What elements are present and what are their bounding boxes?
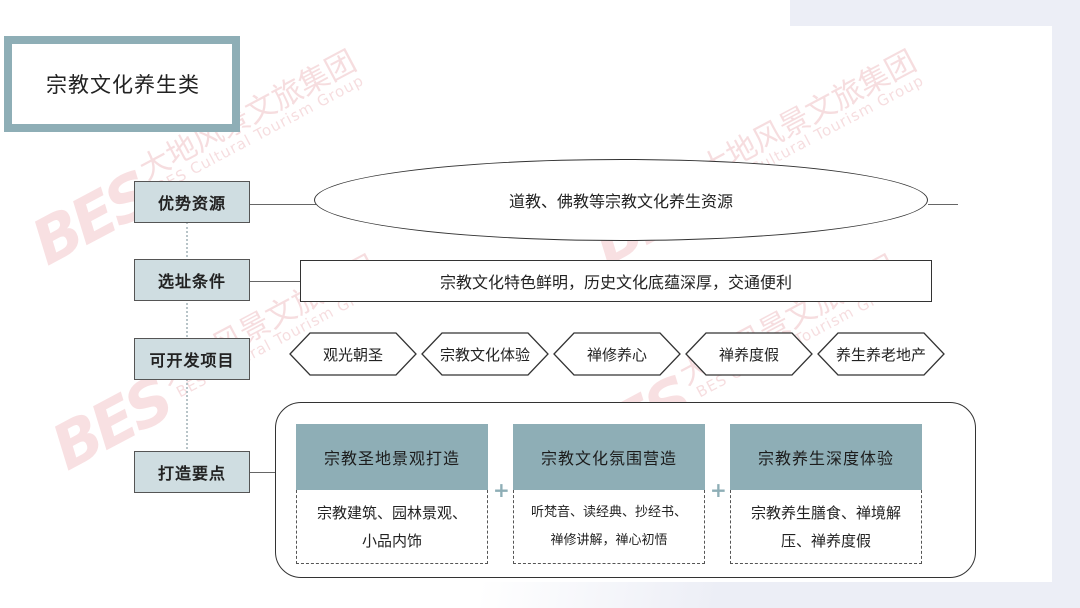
project-item: 禅养度假 [718, 345, 779, 364]
hexagon [421, 332, 549, 376]
title-frame: 宗教文化养生类 [4, 36, 240, 132]
connector [250, 281, 300, 282]
corner-decoration [790, 0, 1080, 26]
connector [928, 204, 958, 205]
site-condition-box: 宗教文化特色鲜明，历史文化底蕴深厚，交通便利 [300, 260, 932, 302]
connector [250, 472, 276, 473]
point-heading: 宗教文化氛围营造 [513, 424, 705, 490]
plus-icon: + [493, 478, 510, 502]
side-decoration [1052, 26, 1080, 608]
resource-ellipse: 道教、佛教等宗教文化养生资源 [314, 159, 928, 241]
label-projects: 可开发项目 [134, 338, 250, 380]
point-detail: 宗教建筑、园林景观、 小品内饰 [296, 490, 488, 564]
hexagon [553, 332, 681, 376]
point-detail: 宗教养生膳食、禅境解 压、禅养度假 [730, 490, 922, 564]
project-item: 宗教文化体验 [439, 345, 530, 364]
point-heading: 宗教圣地景观打造 [296, 424, 488, 490]
project-item: 养生养老地产 [835, 345, 926, 364]
bottom-decoration [480, 582, 1080, 608]
label-site: 选址条件 [134, 259, 250, 301]
project-item: 观光朝圣 [322, 345, 383, 364]
point-detail: 听梵音、读经典、抄经书、 禅修讲解，禅心初悟 [513, 490, 705, 564]
hexagon [685, 332, 813, 376]
connector [250, 204, 316, 205]
point-heading: 宗教养生深度体验 [730, 424, 922, 490]
project-item: 禅修养心 [586, 345, 647, 364]
hexagon [289, 332, 417, 376]
label-resource: 优势资源 [134, 181, 250, 223]
page-title: 宗教文化养生类 [12, 44, 232, 124]
hexagon [817, 332, 945, 376]
label-points: 打造要点 [134, 451, 250, 493]
plus-icon: + [710, 478, 727, 502]
